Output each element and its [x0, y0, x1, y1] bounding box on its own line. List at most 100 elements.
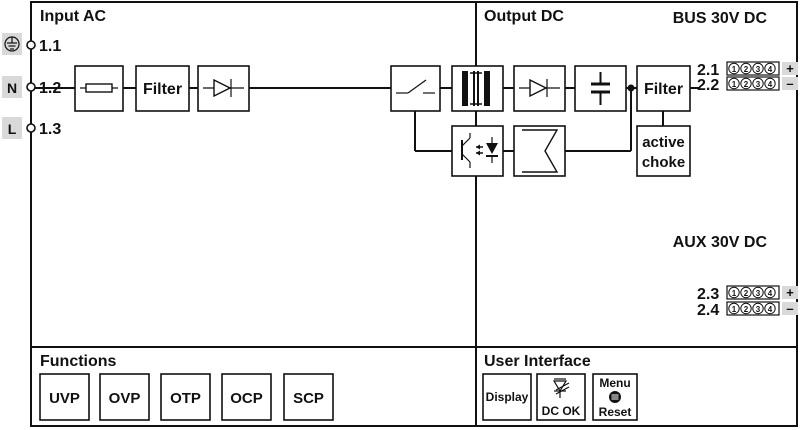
pin-label: 4 — [768, 289, 773, 298]
output-dc-title: Output DC — [484, 8, 564, 25]
polarity-tag-bg — [782, 62, 798, 75]
function-otp: OTP — [160, 373, 211, 421]
input-ac-title: Input AC — [40, 8, 107, 25]
output-rectifier-block — [513, 65, 566, 112]
input-terminal-1-1: 1.1 — [2, 33, 61, 55]
active-choke-label-line1: active — [642, 134, 685, 151]
pin-label: 2 — [744, 65, 749, 74]
fuse-block — [74, 65, 124, 112]
polarity-minus: – — [786, 301, 793, 316]
pin-label: 1 — [732, 289, 737, 298]
active-choke-block: active choke — [636, 125, 691, 177]
active-choke-label-line2: choke — [642, 154, 685, 171]
pin-label: 4 — [768, 65, 773, 74]
output-terminal-2-1: 2.1 1 2 3 4 + — [697, 61, 798, 79]
terminal-connector — [26, 82, 36, 92]
pin-icon — [728, 77, 740, 90]
pin-icon — [764, 302, 776, 315]
menu-reset-button[interactable]: Menu Reset — [592, 373, 638, 421]
pin-label: 1 — [732, 65, 737, 74]
optocoupler-icon — [461, 133, 498, 168]
switch-block — [390, 65, 441, 112]
pin-icon — [764, 286, 776, 299]
functions-title: Functions — [40, 353, 117, 370]
pin-icon — [764, 77, 776, 90]
pin-label: 2 — [744, 289, 749, 298]
pin-icon — [764, 62, 776, 75]
pin-icon — [740, 77, 752, 90]
capacitor-block — [574, 65, 627, 112]
output-terminal-2-4: 2.4 1 2 3 4 – — [697, 301, 798, 319]
transformer-icon — [462, 71, 490, 106]
diode-icon — [203, 78, 244, 98]
controller-block — [513, 125, 566, 177]
pin-icon — [752, 62, 764, 75]
pin-icon — [752, 302, 764, 315]
polarity-minus: – — [786, 76, 793, 91]
pin-icon — [728, 302, 740, 315]
controller-icon — [522, 129, 559, 173]
led-icon — [552, 378, 570, 398]
output-terminal-2-3: 2.3 1 2 3 4 + — [697, 285, 798, 303]
output-filter-label: Filter — [644, 81, 683, 98]
input-terminal-1-3: L 1.3 — [2, 117, 61, 139]
terminal-number: 2.1 — [697, 62, 719, 79]
function-ocp: OCP — [221, 373, 272, 421]
pin-label: 3 — [756, 289, 761, 298]
pin-label: 4 — [768, 80, 773, 89]
polarity-tag-bg — [782, 302, 798, 315]
polarity-tag-bg — [782, 286, 798, 299]
polarity-plus: + — [786, 61, 794, 76]
switch-icon — [396, 79, 435, 94]
function-label: OCP — [230, 390, 263, 407]
terminal-number: 2.2 — [697, 77, 719, 94]
pin-label: 1 — [732, 80, 737, 89]
pin-icon — [740, 302, 752, 315]
terminal-tag-bg — [2, 76, 22, 98]
pin-label: 2 — [744, 80, 749, 89]
input-filter-block: Filter — [135, 65, 190, 112]
pin-icon — [740, 62, 752, 75]
terminal-number: 1.1 — [39, 38, 61, 55]
display-control: Display — [482, 373, 532, 421]
diode-icon — [519, 78, 560, 98]
pin-label: 2 — [744, 305, 749, 314]
ground-icon — [4, 36, 20, 52]
pin-icon — [740, 286, 752, 299]
menu-button-icon — [609, 391, 621, 403]
terminal-number: 2.3 — [697, 286, 719, 303]
terminal-number: 1.3 — [39, 121, 61, 138]
dc-ok-label: DC OK — [542, 404, 581, 418]
pin-icon — [728, 286, 740, 299]
polarity-plus: + — [786, 285, 794, 300]
optocoupler-block — [451, 125, 504, 177]
function-label: OTP — [170, 390, 201, 407]
pin-label: 3 — [756, 305, 761, 314]
pin-label: 4 — [768, 305, 773, 314]
output-filter-block: Filter — [636, 65, 691, 112]
terminal-tag-bg — [2, 117, 22, 139]
terminal-tag: N — [7, 80, 17, 96]
function-label: SCP — [293, 390, 324, 407]
rectifier-block — [197, 65, 250, 112]
pin-label: 3 — [756, 80, 761, 89]
dc-ok-indicator: DC OK — [536, 373, 586, 421]
function-scp: SCP — [283, 373, 334, 421]
terminal-tag: L — [8, 121, 17, 137]
function-label: OVP — [109, 390, 141, 407]
reset-label: Reset — [599, 405, 632, 419]
pin-icon — [728, 62, 740, 75]
user-interface-title: User Interface — [484, 353, 591, 370]
terminal-connector — [26, 40, 36, 50]
function-label: UVP — [49, 390, 80, 407]
function-uvp: UVP — [39, 373, 90, 421]
bus-label: BUS 30V DC — [673, 10, 768, 27]
transformer-block — [451, 65, 504, 112]
display-label: Display — [486, 390, 529, 404]
menu-label: Menu — [599, 376, 630, 390]
function-ovp: OVP — [99, 373, 150, 421]
fuse-icon — [85, 83, 113, 93]
aux-label: AUX 30V DC — [673, 234, 768, 251]
pin-icon — [752, 77, 764, 90]
pin-label: 1 — [732, 305, 737, 314]
